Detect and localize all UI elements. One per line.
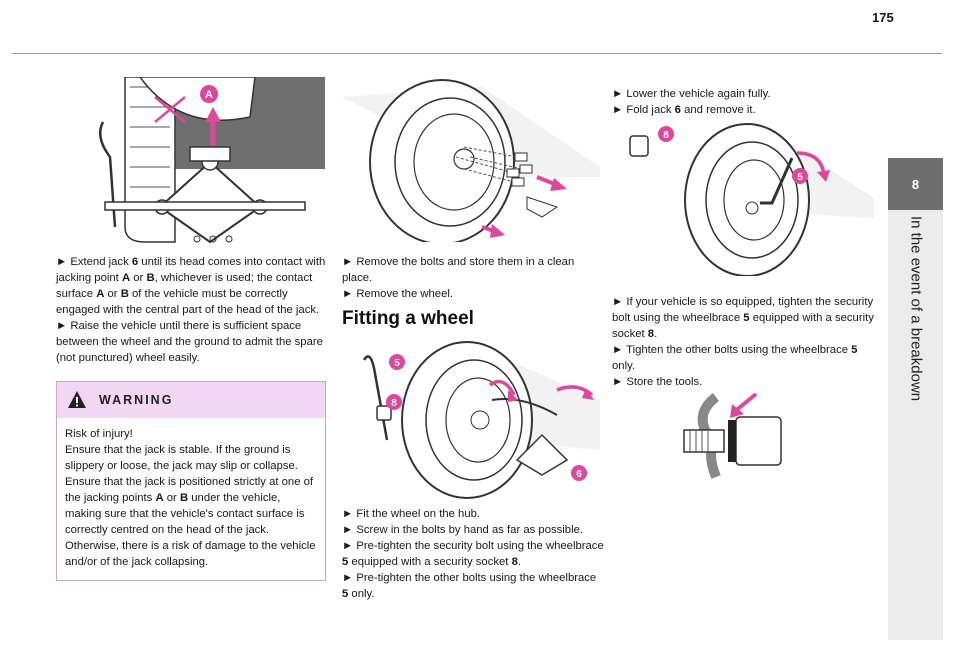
warning-line2: Ensure that the jack is stable. If the g… <box>65 444 298 472</box>
warning-line1: Risk of injury! <box>65 428 133 440</box>
warning-title: WARNING <box>99 393 174 407</box>
col2-para1: ► Remove the bolts and store them in a c… <box>342 256 575 284</box>
label-8: 8 <box>391 398 397 409</box>
figure-jack: A <box>85 77 325 247</box>
col3-step-1: ► If your vehicle is so equipped, tighte… <box>612 296 874 340</box>
chapter-strip <box>888 210 943 640</box>
col2-step-2: ► Screw in the bolts by hand as far as p… <box>342 524 584 536</box>
col1-text: ► Extend jack 6 until its head comes int… <box>56 254 328 366</box>
figure-fitting-wheel: 5 8 6 <box>342 340 600 500</box>
col3-top-step-1: ► Lower the vehicle again fully. <box>612 88 771 100</box>
col3-steps: ► If your vehicle is so equipped, tighte… <box>612 294 874 390</box>
warning-triangle-icon <box>68 391 86 408</box>
col2-steps: ► Fit the wheel on the hub. ► Screw in th… <box>342 506 604 602</box>
col2-text: ► Remove the bolts and store them in a c… <box>342 254 604 302</box>
chapter-title: In the event of a breakdown <box>907 216 925 402</box>
warning-line3: Ensure that the jack is positioned stric… <box>65 476 316 568</box>
label-8b: 8 <box>663 130 669 141</box>
chapter-title-wrap: In the event of a breakdown <box>896 216 936 636</box>
figure-security-socket <box>676 392 784 484</box>
header-rule <box>12 53 942 54</box>
col3-step-2: ► Tighten the other bolts using the whee… <box>612 344 858 372</box>
col2-para2: ► Remove the wheel. <box>342 288 454 300</box>
col3-top-steps: ► Lower the vehicle again fully. ► Fold j… <box>612 86 874 118</box>
col3-top-step-2: ► Fold jack 6 and remove it. <box>612 104 756 116</box>
chapter-tab[interactable]: 8 <box>888 158 943 210</box>
col2-step-4: ► Pre-tighten the other bolts using the … <box>342 572 597 600</box>
col2-step-1: ► Fit the wheel on the hub. <box>342 508 481 520</box>
page-number: 175 <box>872 10 894 25</box>
label-a: A <box>205 89 213 101</box>
warning-body: Risk of injury! Ensure that the jack is … <box>57 418 325 570</box>
section-title: Fitting a wheel <box>342 308 474 329</box>
col2-step-3: ► Pre-tighten the security bolt using th… <box>342 540 604 568</box>
figure-tighten: 8 5 <box>612 118 874 276</box>
col1-para2: ► Raise the vehicle until there is suffi… <box>56 320 323 364</box>
label-6: 6 <box>576 469 582 480</box>
col3-step-3: ► Store the tools. <box>612 376 703 388</box>
warning-box: WARNING Risk of injury! Ensure that the … <box>56 381 326 581</box>
figure-remove-bolts <box>342 77 600 242</box>
warning-header: WARNING <box>57 382 325 418</box>
label-5b: 5 <box>797 172 803 183</box>
label-5: 5 <box>394 358 400 369</box>
col1-para1: ► Extend jack 6 until its head comes int… <box>56 256 326 316</box>
